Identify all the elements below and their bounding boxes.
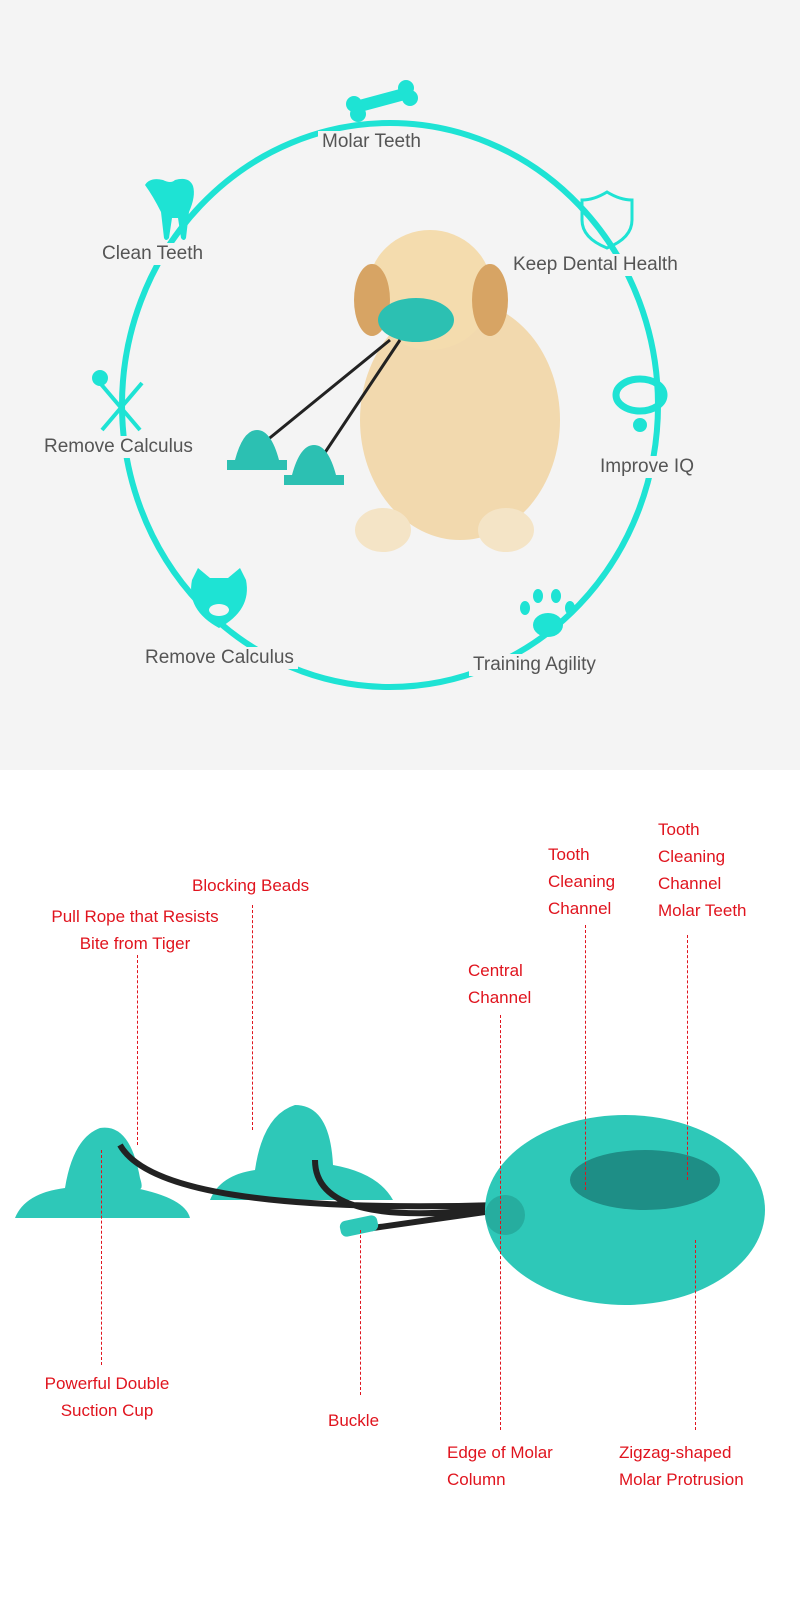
callout-text: Cleaning [548, 872, 616, 891]
callout-text: Tooth [658, 820, 700, 839]
benefits-graphic [92, 80, 668, 690]
callout-blocking-beads: Blocking Beads [192, 872, 309, 899]
callout-line-tooth-channel [585, 925, 586, 1190]
callout-text: Tooth [548, 845, 590, 864]
callout-text: Buckle [328, 1411, 380, 1430]
callout-line-buckle [360, 1230, 361, 1395]
callout-text: Blocking Beads [192, 876, 310, 895]
callout-suction-cup: Powerful Double Suction Cup [22, 1370, 192, 1424]
benefit-label-remove-calculus: Remove Calculus [40, 436, 197, 458]
callout-text: Powerful Double [44, 1374, 170, 1393]
shield-icon [580, 190, 634, 250]
callout-text: Zigzag-shaped [619, 1443, 732, 1462]
callout-pull-rope: Pull Rope that Resists Bite from Tiger [30, 903, 240, 957]
collar-icon [612, 375, 668, 432]
callout-edge-molar: Edge of Molar Column [447, 1439, 553, 1493]
bone-icon [346, 80, 418, 122]
callout-line-central-channel [500, 1015, 501, 1430]
callout-tooth-channel: Tooth Cleaning Channel [548, 841, 615, 922]
callout-line-suction-cup [101, 1150, 102, 1365]
callout-text: Cleaning [658, 847, 726, 866]
paw-icon [520, 589, 575, 637]
dental-tools-icon [92, 370, 144, 432]
callout-line-molar-teeth [687, 935, 688, 1180]
callout-text: Central [468, 961, 523, 980]
benefit-label-keep-dental-health: Keep Dental Health [509, 254, 682, 276]
callout-zigzag: Zigzag-shaped Molar Protrusion [619, 1439, 744, 1493]
callout-text: Suction Cup [60, 1401, 154, 1420]
dog-with-toy-image [227, 230, 560, 552]
callout-tooth-channel-molar: Tooth Cleaning Channel Molar Teeth [658, 816, 747, 924]
callout-text: Edge of Molar [447, 1443, 553, 1462]
benefit-label-remove-calculus-2: Remove Calculus [141, 647, 298, 669]
tooth-icon [145, 178, 194, 240]
callout-text: Bite from Tiger [79, 934, 191, 953]
callout-text: Channel [548, 899, 612, 918]
benefit-label-improve-iq: Improve IQ [596, 456, 698, 478]
benefit-label-training-agility: Training Agility [469, 654, 600, 676]
callout-text: Pull Rope that Resists [51, 907, 219, 926]
callout-text: Column [447, 1470, 506, 1489]
benefit-label-clean-teeth: Clean Teeth [98, 243, 208, 265]
dog-face-icon [191, 568, 247, 628]
callout-text: Molar Teeth [658, 901, 747, 920]
benefits-section: Molar Teeth Clean Teeth Keep Dental Heal… [0, 0, 800, 770]
callout-central-channel: Central Channel [468, 957, 531, 1011]
callout-line-blocking-beads [252, 905, 253, 1130]
callout-text: Channel [468, 988, 532, 1007]
callout-text: Molar Protrusion [619, 1470, 744, 1489]
benefit-label-molar-teeth: Molar Teeth [318, 131, 425, 153]
callout-line-pull-rope [137, 955, 138, 1145]
callout-buckle: Buckle [328, 1407, 379, 1434]
callout-text: Channel [658, 874, 722, 893]
callout-line-zigzag [695, 1240, 696, 1430]
